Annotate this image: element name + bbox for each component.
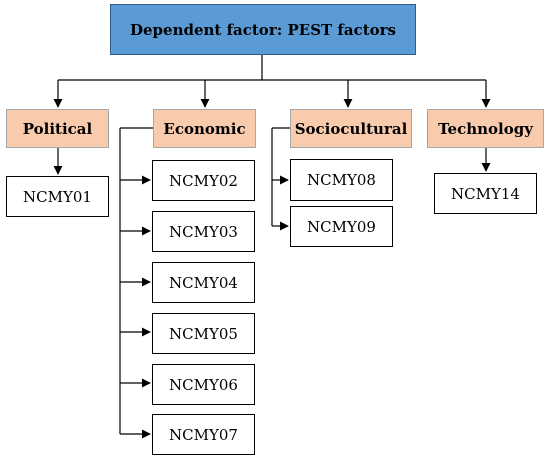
leaf-label: NCMY09 xyxy=(307,217,376,236)
leaf-node: NCMY07 xyxy=(152,414,255,455)
leaf-node: NCMY02 xyxy=(152,160,255,201)
leaf-node: NCMY06 xyxy=(152,364,255,405)
leaf-label: NCMY03 xyxy=(169,222,238,241)
leaf-node: NCMY01 xyxy=(6,176,109,217)
leaf-node: NCMY05 xyxy=(152,313,255,354)
root-node: Dependent factor: PEST factors xyxy=(110,4,416,55)
category-label: Political xyxy=(22,119,93,138)
category-label: Economic xyxy=(163,119,246,138)
leaf-node: NCMY03 xyxy=(152,211,255,252)
leaf-label: NCMY02 xyxy=(169,171,238,190)
category-label: Sociocultural xyxy=(294,119,408,138)
leaf-label: NCMY06 xyxy=(169,375,238,394)
root-label: Dependent factor: PEST factors xyxy=(130,20,396,39)
leaf-label: NCMY01 xyxy=(23,187,92,206)
leaf-label: NCMY07 xyxy=(169,425,238,444)
leaf-label: NCMY05 xyxy=(169,324,238,343)
category-sociocultural: Sociocultural xyxy=(290,109,412,148)
category-political: Political xyxy=(6,109,109,148)
leaf-label: NCMY14 xyxy=(451,184,520,203)
category-label: Technology xyxy=(438,119,533,138)
leaf-label: NCMY08 xyxy=(307,171,376,189)
leaf-node: NCMY04 xyxy=(152,262,255,303)
leaf-label: NCMY04 xyxy=(169,273,238,292)
leaf-node: NCMY08 xyxy=(290,159,393,201)
leaf-node: NCMY14 xyxy=(434,173,537,214)
category-economic: Economic xyxy=(153,109,256,148)
category-technology: Technology xyxy=(427,109,544,148)
leaf-node: NCMY09 xyxy=(290,206,393,247)
